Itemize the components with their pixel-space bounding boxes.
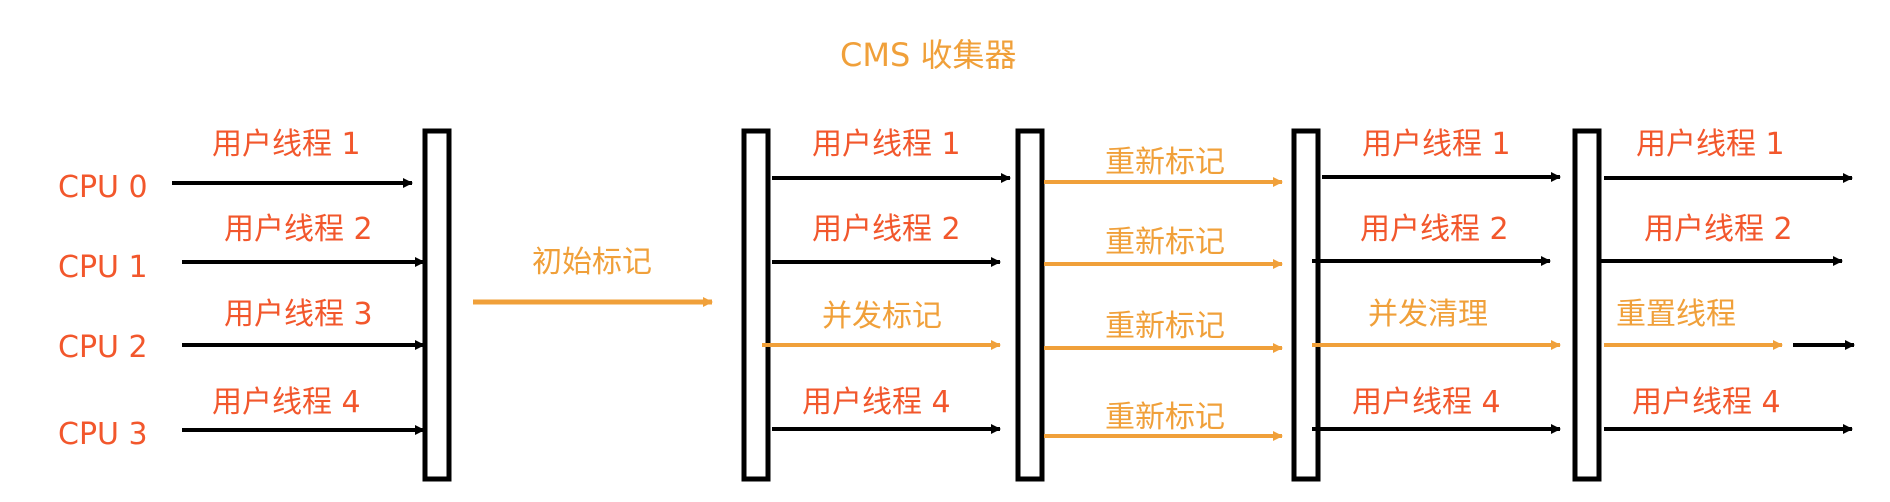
phase4-label-4: 用户线程 4 <box>1352 385 1501 420</box>
phase2-label-3: 并发标记 <box>822 299 942 334</box>
phase4-label-2: 用户线程 2 <box>1360 212 1509 247</box>
phase2-label-1: 用户线程 1 <box>812 127 961 162</box>
safepoint-bar-2 <box>741 128 771 482</box>
phase1-label-2: 用户线程 2 <box>224 212 373 247</box>
cpu-label-1: CPU 1 <box>58 250 148 285</box>
cpu-label-2: CPU 2 <box>58 330 148 365</box>
phase2-label-2: 用户线程 2 <box>812 212 961 247</box>
diagram-title: CMS 收集器 <box>840 36 1017 74</box>
phase5-label-3: 重置线程 <box>1616 297 1736 332</box>
phase5-label-4: 用户线程 4 <box>1632 385 1781 420</box>
phase2-label-4: 用户线程 4 <box>802 385 951 420</box>
initial-mark-label: 初始标记 <box>532 245 652 280</box>
phase3-label-2: 重新标记 <box>1105 225 1225 260</box>
phase4-label-3: 并发清理 <box>1368 297 1488 332</box>
cpu-label-3: CPU 3 <box>58 417 148 452</box>
phase1-label-4: 用户线程 4 <box>212 385 361 420</box>
phase3-label-3: 重新标记 <box>1105 309 1225 344</box>
safepoint-bar-5 <box>1572 128 1602 482</box>
safepoint-bar-3 <box>1015 128 1045 482</box>
phase1-label-1: 用户线程 1 <box>212 127 361 162</box>
phase3-label-1: 重新标记 <box>1105 145 1225 180</box>
safepoint-bar-4 <box>1291 128 1321 482</box>
phase5-label-1: 用户线程 1 <box>1636 127 1785 162</box>
phase1-label-3: 用户线程 3 <box>224 297 373 332</box>
safepoint-bar-1 <box>422 128 452 482</box>
phase3-label-4: 重新标记 <box>1105 400 1225 435</box>
phase4-label-1: 用户线程 1 <box>1362 127 1511 162</box>
cpu-label-0: CPU 0 <box>58 170 148 205</box>
phase5-label-2: 用户线程 2 <box>1644 212 1793 247</box>
